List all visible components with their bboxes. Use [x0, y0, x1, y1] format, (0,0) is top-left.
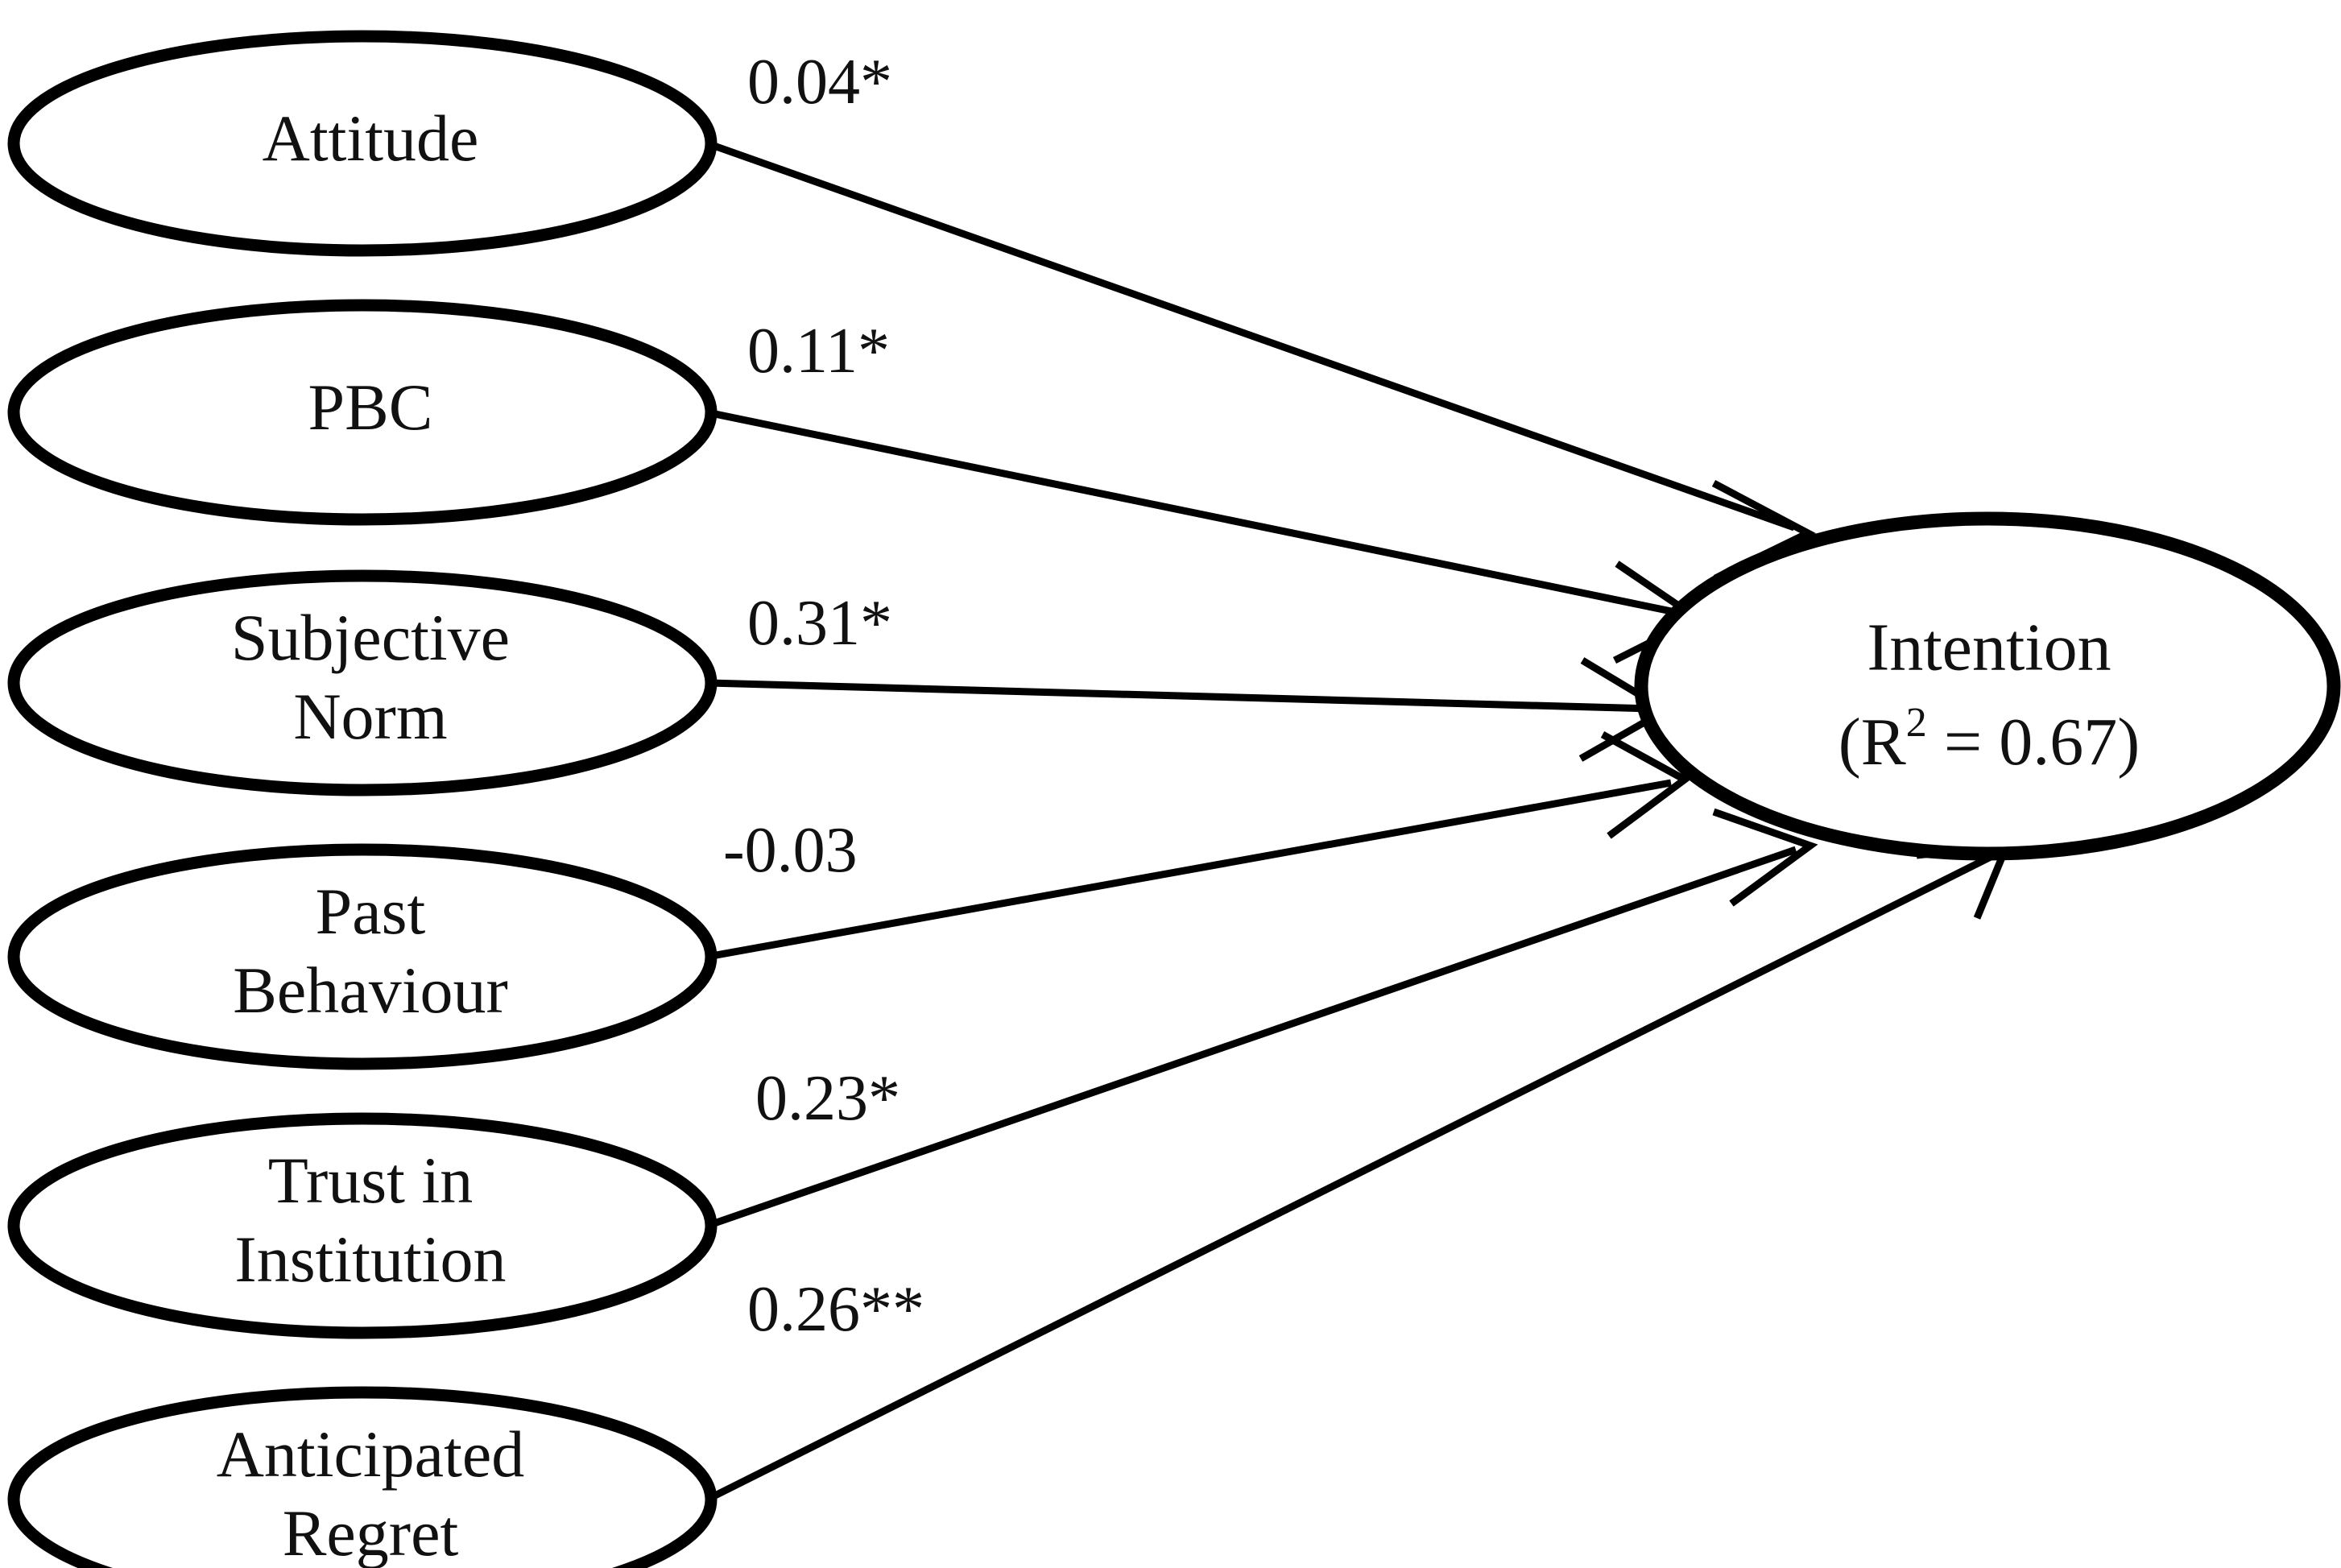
predictor-nodes-group: Attitude PBC Subjective Norm Past Behavi…: [7, 30, 718, 1568]
node-trust-in-institution[interactable]: Trust in Institution: [7, 1112, 718, 1339]
node-subjective-norm-label-line1: Subjective: [231, 601, 510, 674]
arrow-past-behaviour-to-intention[interactable]: [706, 731, 1692, 961]
node-subjective-norm-label-line2: Norm: [293, 680, 447, 753]
coefficient-label-past-behaviour: -0.03: [723, 815, 858, 886]
node-past-behaviour-label-line1: Past: [316, 875, 426, 948]
r-squared-value: = 0.67): [1927, 705, 2140, 780]
node-intention-label-line1: Intention: [1867, 610, 2111, 685]
node-pbc-label: PBC: [308, 370, 433, 444]
arrow-subjective-norm-to-intention[interactable]: [706, 657, 1673, 762]
coefficient-label-trust: 0.23*: [755, 1063, 900, 1134]
coefficient-label-subjective-norm: 0.31*: [747, 588, 892, 659]
node-trust-label-line2: Institution: [234, 1223, 506, 1296]
node-pbc[interactable]: PBC: [7, 299, 718, 526]
node-anticipated-regret-label-line1: Anticipated: [217, 1417, 525, 1491]
r-squared-exponent: 2: [1906, 700, 1927, 746]
node-attitude-label: Attitude: [263, 101, 479, 175]
node-past-behaviour-label-line2: Behaviour: [233, 954, 508, 1027]
coefficient-label-pbc: 0.11*: [747, 316, 890, 387]
node-subjective-norm[interactable]: Subjective Norm: [7, 569, 718, 796]
r-squared-prefix: (R: [1838, 705, 1906, 780]
coefficient-label-anticipated-regret: 0.26**: [747, 1274, 924, 1345]
coefficient-label-attitude: 0.04*: [747, 47, 892, 118]
node-anticipated-regret[interactable]: Anticipated Regret: [7, 1386, 718, 1568]
node-intention[interactable]: Intention (R2 = 0.67): [1634, 511, 2341, 861]
node-past-behaviour[interactable]: Past Behaviour: [7, 843, 718, 1070]
arrow-anticipated-regret-to-intention[interactable]: [705, 841, 2013, 1504]
node-attitude[interactable]: Attitude: [7, 30, 718, 257]
arrow-trust-to-intention[interactable]: [705, 808, 1818, 1230]
node-intention-label-line2: (R2 = 0.67): [1838, 700, 2140, 780]
node-trust-label-line1: Trust in: [268, 1144, 474, 1217]
node-anticipated-regret-label-line2: Regret: [283, 1496, 459, 1568]
coefficient-labels-group: 0.04* 0.11* 0.31* -0.03 0.23* 0.26**: [723, 47, 924, 1345]
